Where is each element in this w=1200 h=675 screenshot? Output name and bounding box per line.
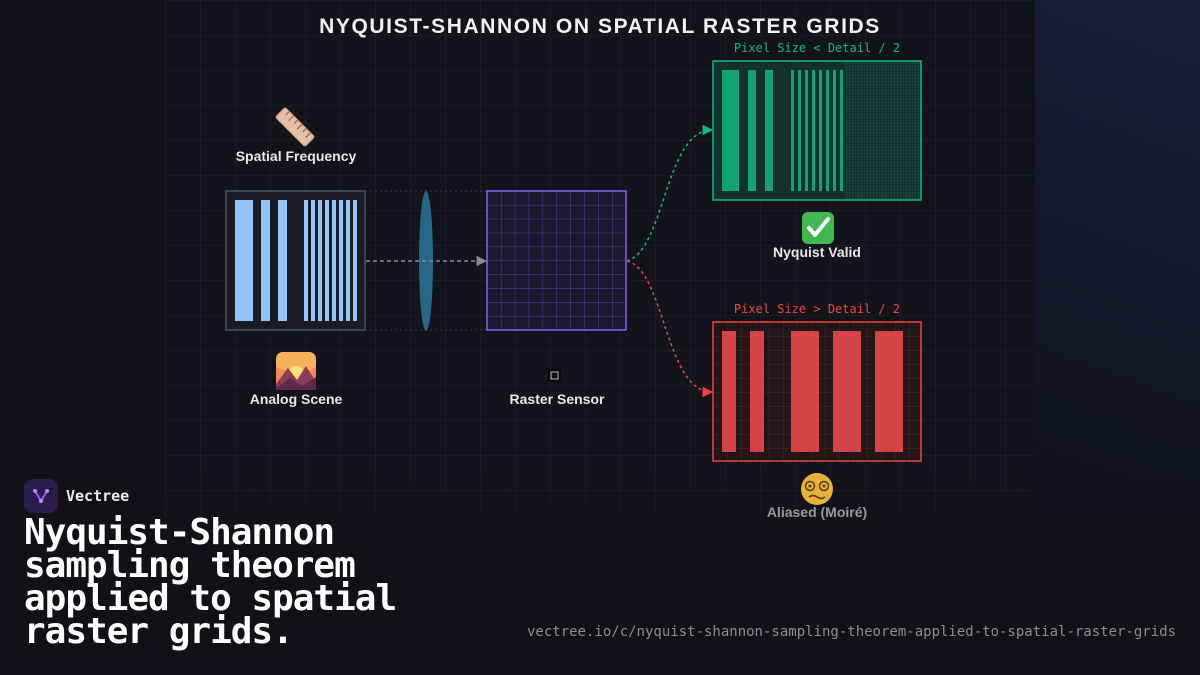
aliased-bar (750, 331, 764, 452)
valid-bar (805, 70, 808, 191)
spatial-frequency-label: Spatial Frequency (235, 148, 357, 164)
sunrise-mountains-icon (276, 352, 316, 390)
valid-bar (791, 70, 794, 191)
source-url[interactable]: vectree.io/c/nyquist-shannon-sampling-th… (526, 624, 1176, 640)
raster-sensor-box (486, 190, 627, 331)
scene-bar (304, 200, 308, 321)
valid-bar (748, 70, 756, 191)
square-sensor-icon (547, 368, 562, 383)
brand-row: Vectree (24, 479, 129, 513)
valid-bar (722, 70, 739, 191)
valid-bar (840, 70, 843, 191)
scene-bar (339, 200, 343, 321)
scene-bar (353, 200, 357, 321)
check-mark-icon (802, 212, 834, 244)
aliased-bar (875, 331, 903, 452)
valid-bar (833, 70, 836, 191)
headline: Nyquist-Shannon sampling theorem applied… (24, 512, 397, 652)
analog-scene-label: Analog Scene (249, 391, 343, 407)
scene-bar (332, 200, 336, 321)
scene-bar (346, 200, 350, 321)
scene-bar (318, 200, 322, 321)
bottom-fade (0, 470, 1200, 675)
ruler-icon (275, 107, 315, 147)
scene-bar (235, 200, 253, 321)
nyquist-valid-label: Nyquist Valid (773, 244, 861, 260)
raster-sensor-label: Raster Sensor (509, 391, 605, 407)
aliased-bar (833, 331, 861, 452)
valid-bar (798, 70, 801, 191)
diagram-title: NYQUIST-SHANNON ON SPATIAL RASTER GRIDS (319, 15, 881, 38)
scene-bar (325, 200, 329, 321)
arrow-to-valid (626, 124, 714, 262)
vectree-logo-icon (24, 479, 58, 513)
scene-bar (311, 200, 315, 321)
valid-output-box (712, 60, 922, 201)
aliased-output-box (712, 321, 922, 462)
valid-bar (765, 70, 773, 191)
aliased-bar (791, 331, 819, 452)
valid-bar (812, 70, 815, 191)
aliased-bar (722, 331, 736, 452)
aliased-label: Aliased (Moiré) (766, 504, 868, 520)
scene-bar (278, 200, 287, 321)
aliased-condition-label: Pixel Size > Detail / 2 (733, 302, 901, 316)
analog-scene-box (225, 190, 366, 331)
valid-bar (819, 70, 822, 191)
arrow-to-aliased (626, 260, 714, 398)
scene-bar (261, 200, 270, 321)
valid-condition-label: Pixel Size < Detail / 2 (733, 41, 901, 55)
dizzy-face-icon (801, 473, 833, 505)
valid-bar (826, 70, 829, 191)
brand-name: Vectree (66, 487, 130, 505)
